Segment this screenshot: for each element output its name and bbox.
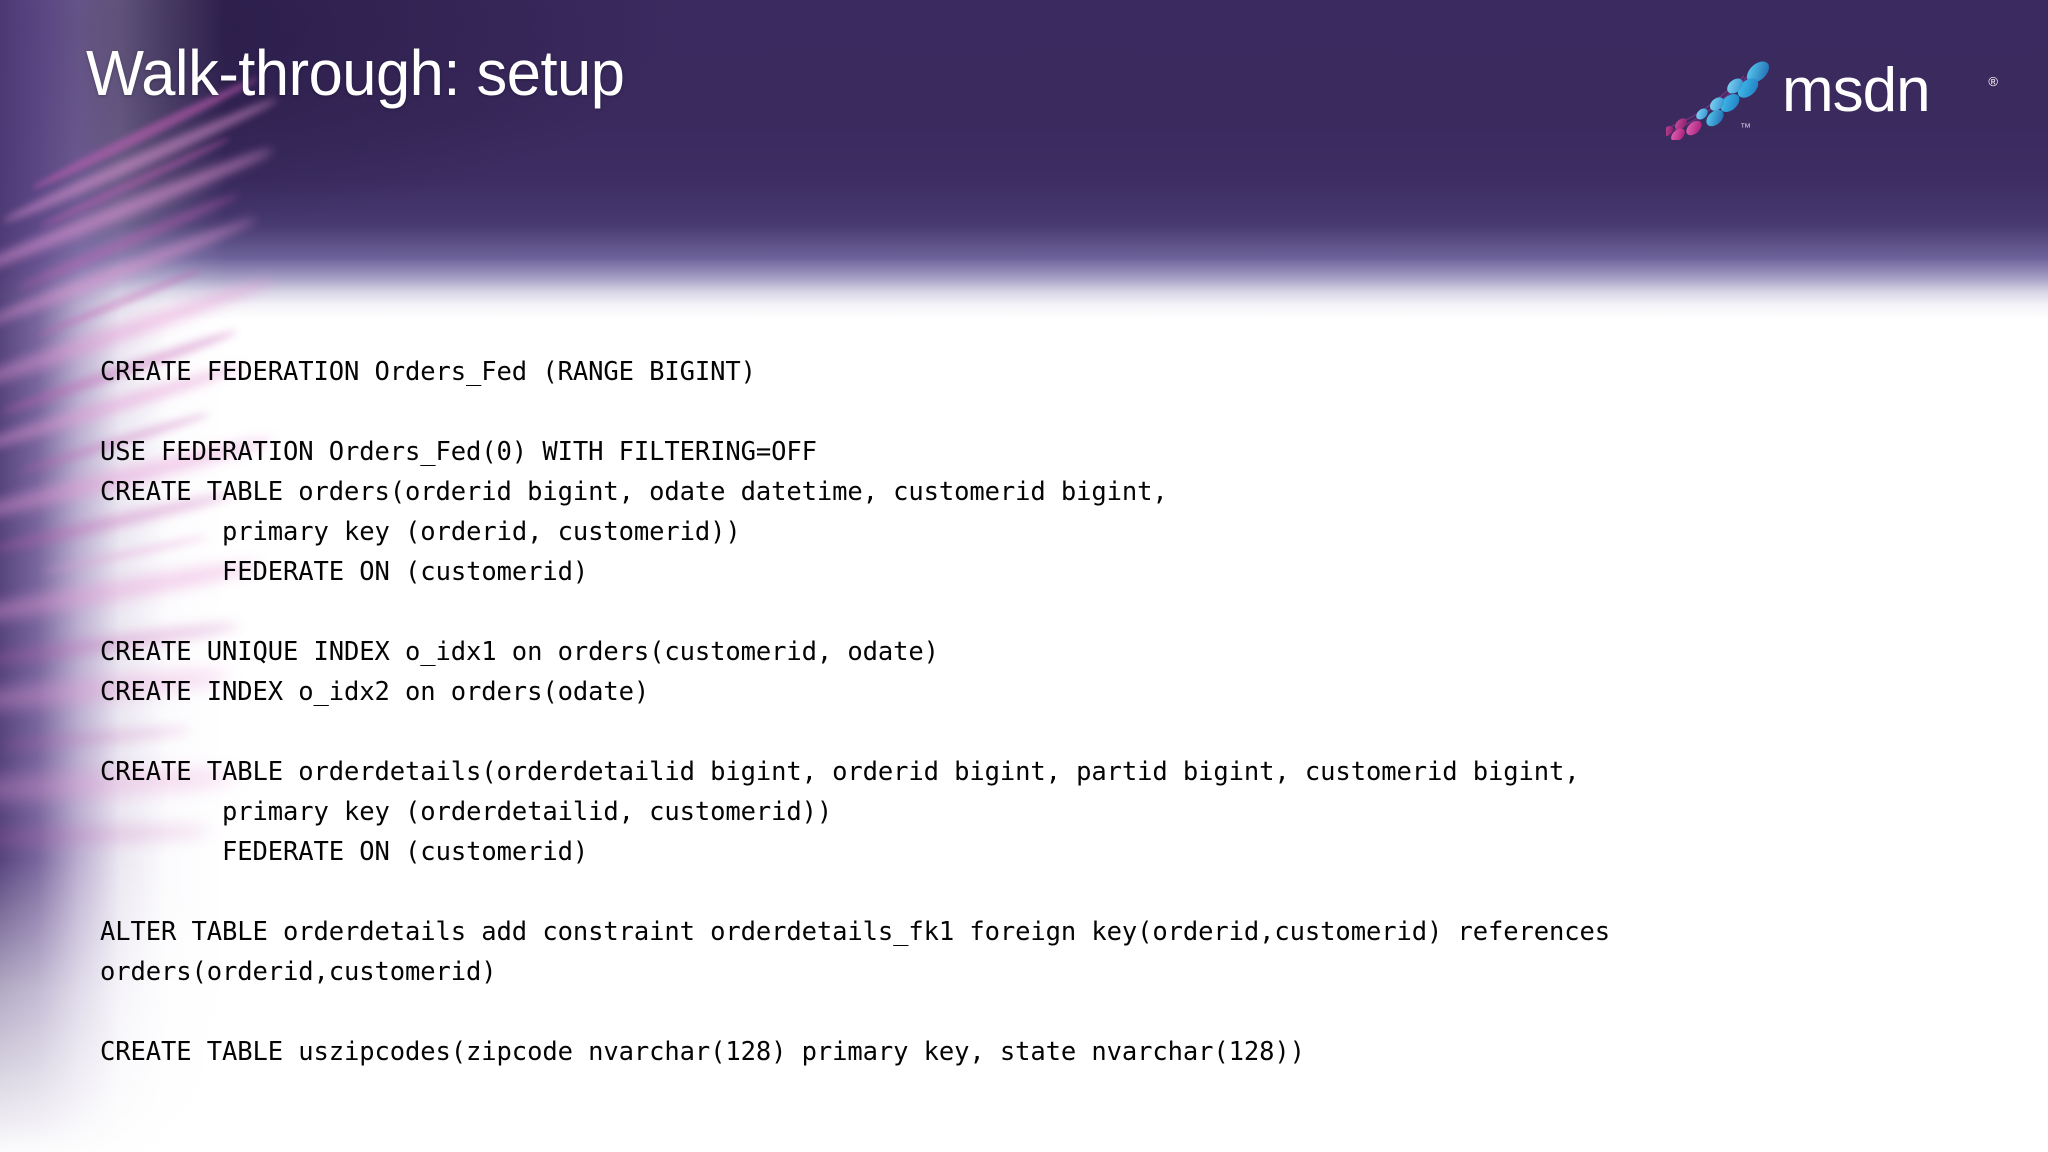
code-line: CREATE INDEX o_idx2 on orders(odate) [100, 677, 650, 707]
code-line: CREATE FEDERATION Orders_Fed (RANGE BIGI… [100, 357, 756, 387]
msdn-logo: msdn ® ™ [1666, 56, 1998, 140]
sql-code-block: CREATE FEDERATION Orders_Fed (RANGE BIGI… [100, 352, 1980, 1072]
msdn-swoosh-icon [1666, 61, 1770, 140]
code-blank-line [100, 992, 1980, 1032]
code-blank-line [100, 392, 1980, 432]
code-line: CREATE TABLE uszipcodes(zipcode nvarchar… [100, 1037, 1305, 1067]
code-line: primary key (orderdetailid, customerid)) [100, 797, 833, 827]
msdn-wordmark: msdn [1782, 56, 1931, 125]
code-line: CREATE UNIQUE INDEX o_idx1 on orders(cus… [100, 637, 939, 667]
code-blank-line [100, 592, 1980, 632]
code-line: primary key (orderid, customerid)) [100, 517, 741, 547]
trademark-mark: ™ [1740, 122, 1752, 134]
code-blank-line [100, 712, 1980, 752]
code-line: FEDERATE ON (customerid) [100, 837, 589, 867]
slide-title: Walk-through: setup [86, 37, 625, 109]
code-line: CREATE TABLE orders(orderid bigint, odat… [100, 477, 1168, 507]
code-line: USE FEDERATION Orders_Fed(0) WITH FILTER… [100, 437, 817, 467]
registered-mark: ® [1988, 74, 1998, 89]
code-line: FEDERATE ON (customerid) [100, 557, 589, 587]
code-line: CREATE TABLE orderdetails(orderdetailid … [100, 757, 1580, 787]
left-column-bottom-fade [0, 860, 240, 1152]
code-blank-line [100, 872, 1980, 912]
code-line: ALTER TABLE orderdetails add constraint … [100, 917, 1626, 987]
